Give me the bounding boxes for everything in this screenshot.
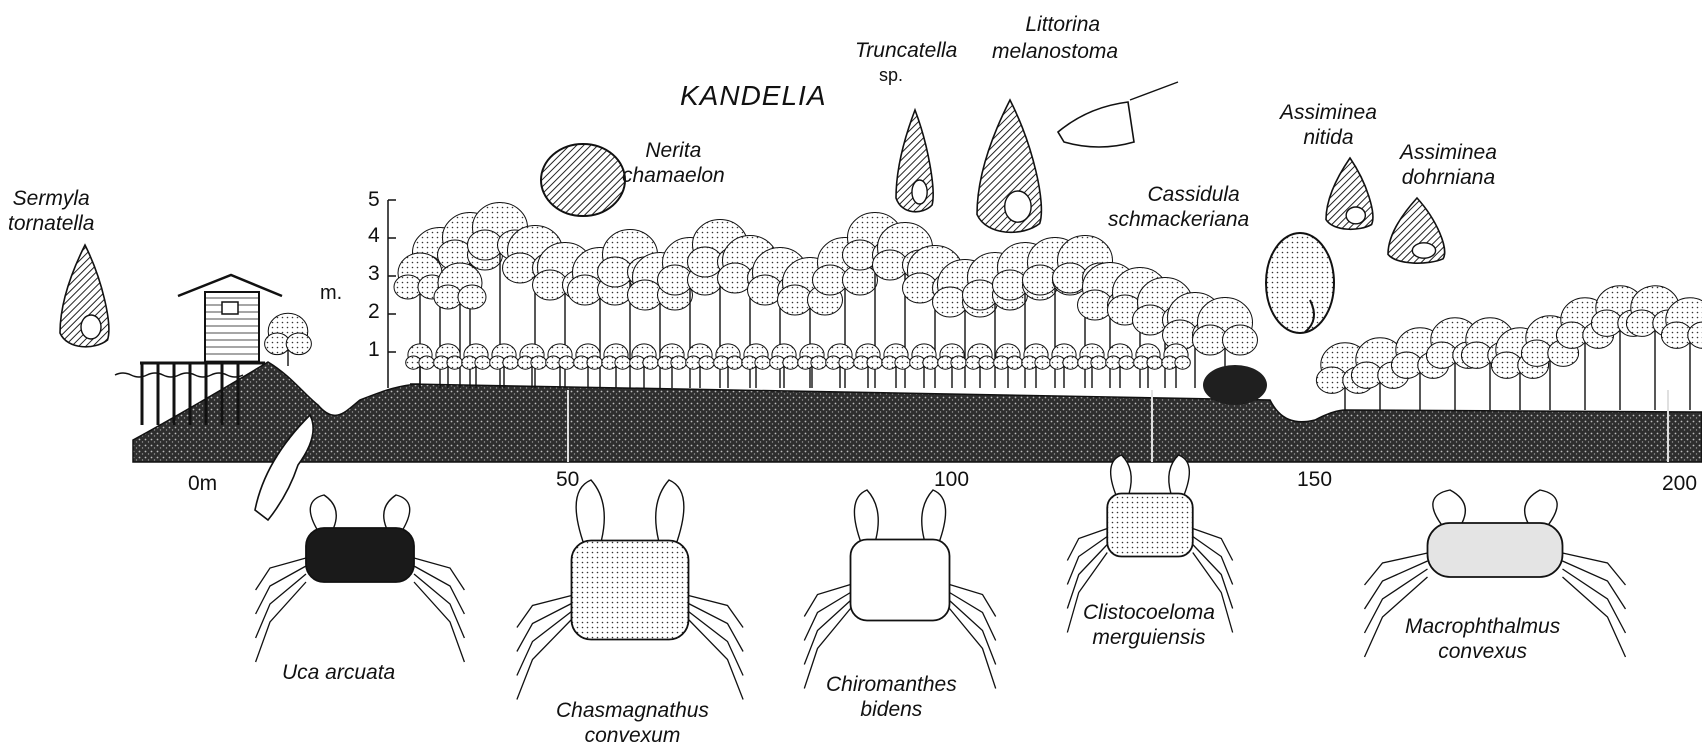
sermyla-tornatella-icon bbox=[60, 245, 109, 347]
x-tick-150: 150 bbox=[1297, 468, 1332, 492]
uca-arcuata-icon bbox=[256, 495, 465, 662]
water-line bbox=[115, 373, 243, 377]
y-tick-4: 4 bbox=[368, 224, 380, 248]
mangrove-forest bbox=[265, 203, 1702, 411]
littorina-melanostoma-icon bbox=[1058, 82, 1178, 147]
assiminea-dohrniana-icon bbox=[1388, 198, 1445, 263]
nerita-chamaelon-icon bbox=[541, 144, 625, 216]
bush bbox=[1203, 365, 1267, 405]
x-tick-100: 100 bbox=[934, 468, 969, 492]
mud-bank bbox=[133, 362, 1702, 462]
y-tick-5: 5 bbox=[368, 188, 380, 212]
y-tick-2: 2 bbox=[368, 300, 380, 324]
x-tick-0: 0m bbox=[188, 472, 217, 496]
x-tick-200: 200 bbox=[1662, 472, 1697, 496]
zone-title: KANDELIA bbox=[680, 80, 827, 112]
littorina-shell-icon bbox=[977, 100, 1041, 232]
label-uca-arcuata: Uca arcuata bbox=[282, 660, 395, 685]
y-tick-3: 3 bbox=[368, 262, 380, 286]
assiminea-nitida-icon bbox=[1326, 158, 1373, 229]
x-tick-50: 50 bbox=[556, 468, 579, 492]
chasmagnathus-convexum-icon bbox=[517, 480, 743, 700]
cassidula-schmackeriana-icon bbox=[1266, 233, 1334, 333]
truncatella-icon bbox=[896, 110, 933, 212]
chiromanthes-bidens-icon bbox=[804, 490, 995, 689]
y-axis-unit: m. bbox=[320, 282, 342, 305]
y-tick-1: 1 bbox=[368, 338, 380, 362]
